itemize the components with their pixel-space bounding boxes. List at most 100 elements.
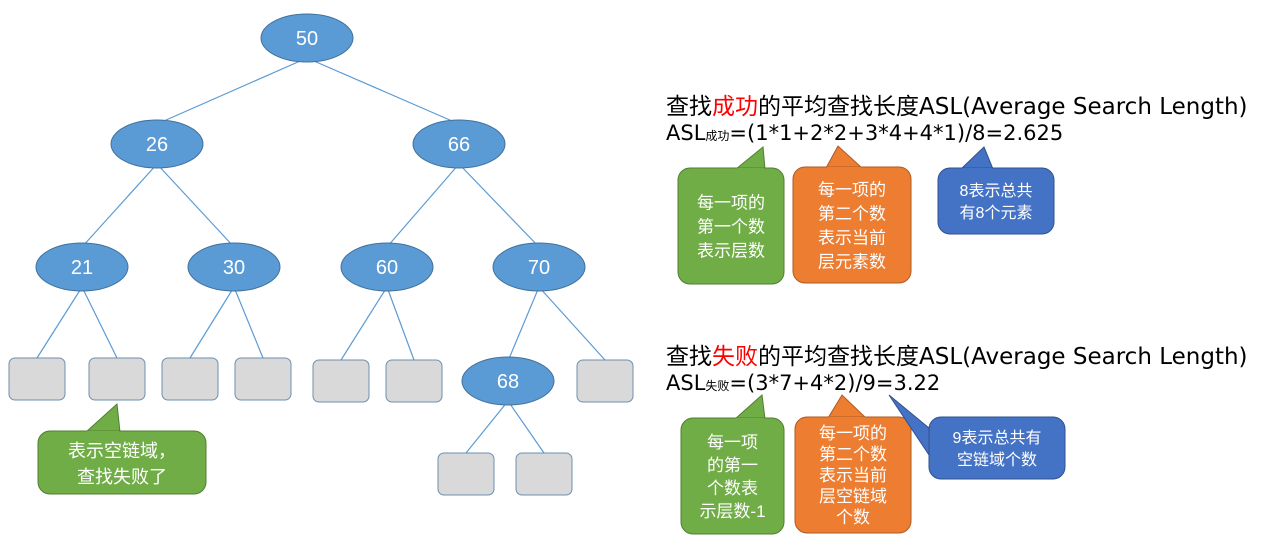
failure-second-callout-line: 层空链域 xyxy=(819,487,887,506)
success-first-callout-pointer xyxy=(734,146,766,170)
failure-formula: ASL失败=(3*7+4*2)/9=3.22 xyxy=(666,371,940,395)
tree-edge xyxy=(507,286,540,362)
empty-link-box xyxy=(88,357,146,401)
failure-second-callout-pointer xyxy=(827,394,868,419)
tree-node-60: 60 xyxy=(340,242,434,292)
node-ellipse xyxy=(110,119,204,169)
empty-link-box xyxy=(576,359,634,403)
tree-node-21: 21 xyxy=(35,242,129,292)
success-total-callout-box xyxy=(937,167,1055,235)
tree-edge xyxy=(306,57,460,125)
node-ellipse xyxy=(492,242,586,292)
empty-link-box xyxy=(161,357,219,401)
tree-nodes: 50 26 66 21 30 60 70 68 xyxy=(35,13,586,406)
success-first-callout-line: 第一个数 xyxy=(697,218,765,237)
failure-formula-asl: ASL xyxy=(666,371,706,395)
empty-link-box xyxy=(385,359,443,403)
node-label: 70 xyxy=(528,257,550,279)
failure-total-callout-box xyxy=(928,416,1066,480)
tree-edge xyxy=(81,286,118,359)
failure-title-suffix: 的平均查找长度ASL(Average Search Length) xyxy=(758,344,1248,370)
tree-edge xyxy=(465,400,509,454)
success-second-callout-pointer xyxy=(825,145,864,169)
tree-edge xyxy=(386,163,460,248)
failure-second-callout-seam xyxy=(829,417,865,419)
failure-total-callout-line: 9表示总共有 xyxy=(953,429,1042,447)
node-label: 66 xyxy=(448,134,470,156)
success-second-callout-line: 第二个数 xyxy=(818,205,886,224)
success-first-callout-seam xyxy=(737,168,764,170)
tree-edge xyxy=(386,286,415,361)
tree-edge xyxy=(36,286,83,359)
success-second-callout-line: 层元素数 xyxy=(818,253,886,272)
success-second-callout-line: 表示当前 xyxy=(818,229,886,248)
failure-title-highlight: 失败 xyxy=(712,344,758,370)
tree-node-50: 50 xyxy=(260,13,354,63)
success-formula-asl: ASL xyxy=(666,121,706,145)
failure-first-callout-seam xyxy=(736,418,764,420)
success-total-callout-line: 有8个元素 xyxy=(960,204,1033,222)
failure-second-callout-line: 表示当前 xyxy=(819,466,887,485)
success-title-suffix: 的平均查找长度ASL(Average Search Length) xyxy=(758,94,1248,120)
tree-edge xyxy=(538,286,606,361)
empty-link-box xyxy=(234,357,292,401)
empty-link-box xyxy=(515,452,573,496)
failure-title: 查找失败的平均查找长度ASL(Average Search Length) xyxy=(666,337,1248,371)
empty-link-box xyxy=(8,357,66,401)
success-formula-subscript: 成功 xyxy=(705,129,730,143)
tree-node-26: 26 xyxy=(110,119,204,169)
node-label: 26 xyxy=(146,134,168,156)
failure-second-callout-line: 第二个数 xyxy=(819,445,887,464)
empty-link-callout-line: 表示空链域， xyxy=(68,441,176,461)
node-ellipse xyxy=(412,119,506,169)
tree-edge xyxy=(81,163,158,248)
tree-edges xyxy=(36,57,606,454)
success-first-callout-line: 表示层数 xyxy=(697,242,765,261)
empty-link-callout: 表示空链域， 查找失败了 xyxy=(37,402,207,495)
tree-node-66: 66 xyxy=(412,119,506,169)
node-label: 30 xyxy=(223,257,245,279)
node-ellipse xyxy=(35,242,129,292)
success-second-callout-seam xyxy=(827,167,861,169)
success-first-callout-line: 每一项的 xyxy=(697,194,765,213)
success-first-callout-box xyxy=(677,167,785,285)
tree-edge xyxy=(340,286,388,361)
tree-node-30: 30 xyxy=(187,242,281,292)
tree-edge xyxy=(156,163,235,248)
failure-first-callout-box xyxy=(680,417,785,535)
failure-total-callout-line: 空链域个数 xyxy=(957,451,1037,469)
success-formula-expression: =(1*1+2*2+3*4+4*1)/8=2.625 xyxy=(729,121,1064,145)
success-second-callout-line: 每一项的 xyxy=(818,181,886,200)
node-ellipse xyxy=(340,242,434,292)
empty-link-callout-line: 查找失败了 xyxy=(77,467,167,487)
node-label: 50 xyxy=(296,28,318,50)
failure-title-prefix: 查找 xyxy=(666,344,712,370)
empty-link-callout-box xyxy=(37,430,207,495)
failure-first-callout-line: 个数表 xyxy=(707,479,758,498)
empty-link-box xyxy=(437,452,495,496)
failure-first-callout-line: 的第一 xyxy=(707,456,758,475)
success-total-callout-line: 8表示总共 xyxy=(960,182,1033,200)
failure-first-callout-line: 示层数-1 xyxy=(699,502,765,521)
tree-edge xyxy=(507,400,545,454)
empty-link-nodes xyxy=(8,357,634,496)
success-title-prefix: 查找 xyxy=(666,94,712,120)
node-label: 60 xyxy=(376,257,398,279)
failure-second-callout-line: 个数 xyxy=(836,508,870,527)
node-ellipse xyxy=(461,356,555,406)
callouts: 表示空链域，查找失败了每一项的第一个数表示层数每一项的第二个数表示当前层元素数8… xyxy=(37,145,1066,535)
success-total-callout-pointer xyxy=(959,146,994,170)
node-label: 68 xyxy=(497,371,519,393)
success-formula: ASL成功=(1*1+2*2+3*4+4*1)/8=2.625 xyxy=(666,121,1063,145)
node-ellipse xyxy=(260,13,354,63)
tree-edge xyxy=(233,286,264,359)
failure-formula-expression: =(3*7+4*2)/9=3.22 xyxy=(729,371,941,395)
failure-first-callout-pointer xyxy=(733,393,766,420)
success-title: 查找成功的平均查找长度ASL(Average Search Length) xyxy=(666,87,1248,121)
